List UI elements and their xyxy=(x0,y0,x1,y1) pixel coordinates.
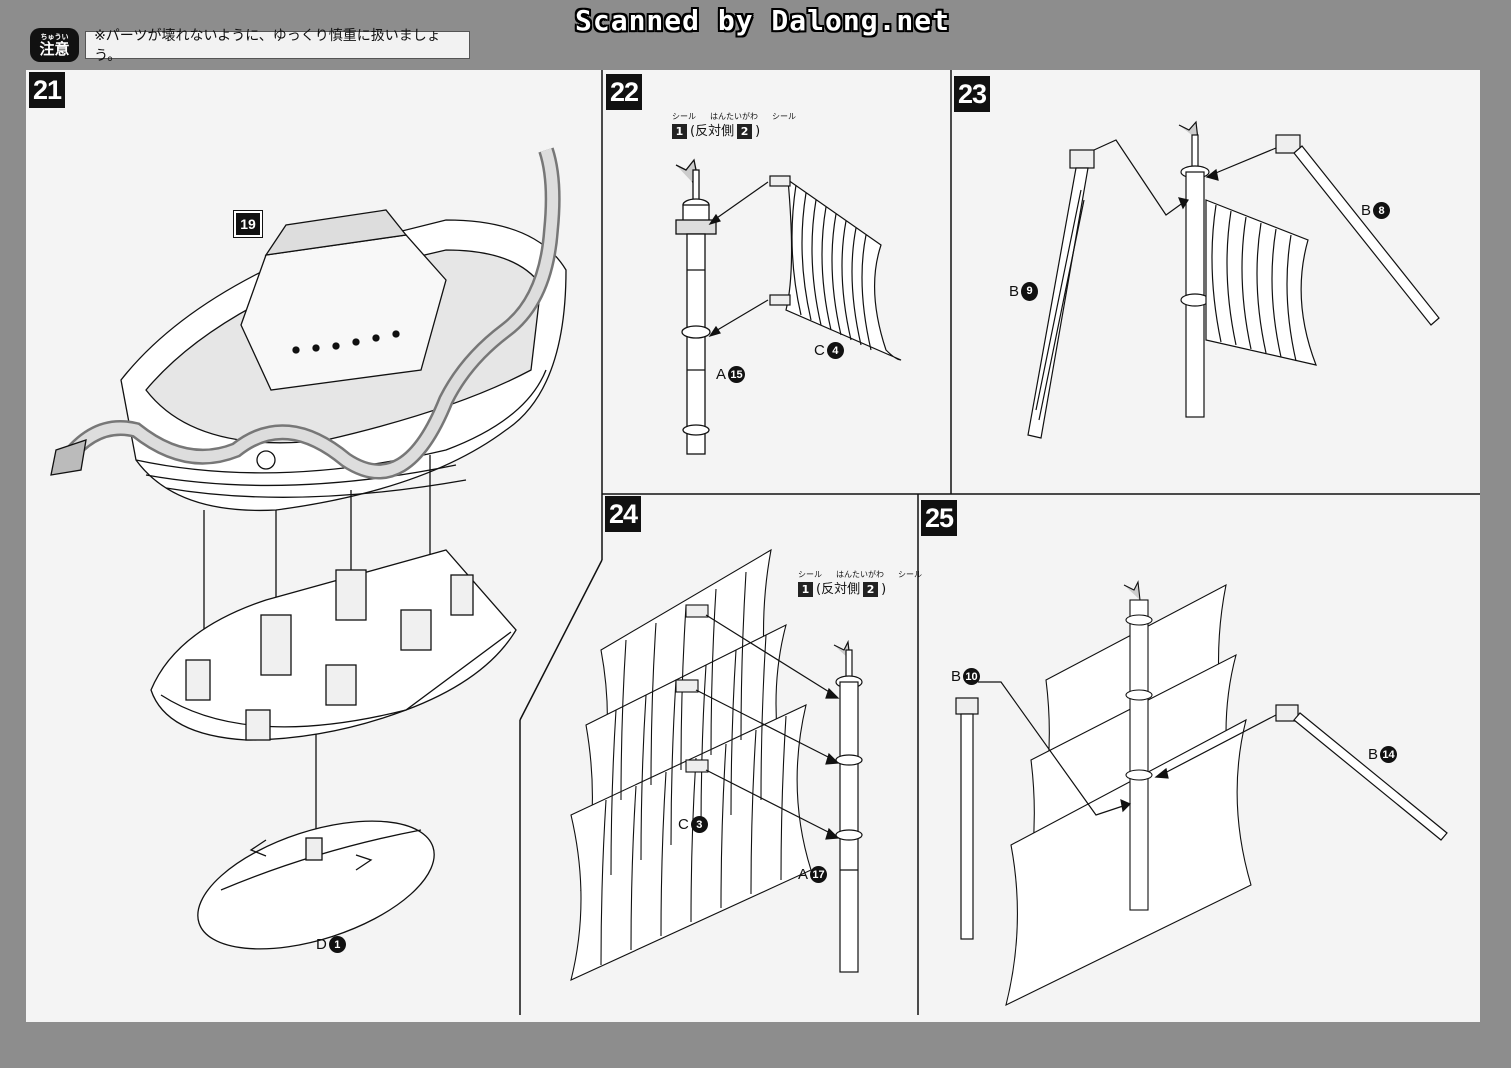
assembly-arrows-23 xyxy=(1093,139,1277,216)
sticker-19-label: 19 xyxy=(233,210,263,238)
part-number: 9 xyxy=(1021,282,1039,301)
ladder-b9-illustration xyxy=(1027,149,1095,439)
part-letter: B xyxy=(951,668,962,685)
part-label-a15: A 15 xyxy=(716,366,746,383)
part-letter: B xyxy=(1361,202,1372,219)
mast-a15-illustration xyxy=(675,158,717,455)
caution-badge-ruby: ちゅうい xyxy=(40,32,69,41)
mast-a17-illustration xyxy=(833,639,863,973)
caution-badge: ちゅうい 注意 xyxy=(30,28,80,62)
seal-ruby: シール xyxy=(898,570,922,579)
part-number: 15 xyxy=(728,366,746,383)
sails-c3-illustration xyxy=(570,548,812,981)
ladder-b10-illustration xyxy=(955,697,979,940)
part-letter: C xyxy=(678,816,689,833)
full-mast-25-illustration xyxy=(1005,580,1252,1007)
close-paren: ) xyxy=(881,581,887,597)
opposite-side-text: (反対側 xyxy=(816,581,861,597)
seal-ruby: シール xyxy=(672,112,696,121)
part-label-c4: C 4 xyxy=(814,342,844,359)
seal-ruby: シール xyxy=(772,112,796,121)
part-number: 1 xyxy=(328,936,346,953)
ship-hull-illustration xyxy=(50,147,567,512)
sticker-2-icon: 2 xyxy=(737,124,753,139)
part-letter: B xyxy=(1009,283,1020,300)
part-letter: D xyxy=(316,936,327,953)
instruction-sheet: 21 22 23 24 25 19 D 1 シール はんたいがわ シール 1 (… xyxy=(26,70,1480,1022)
ladder-b14-illustration xyxy=(1275,704,1448,841)
part-number: 4 xyxy=(826,342,844,359)
part-letter: B xyxy=(1368,746,1379,763)
part-label-b9: B 9 xyxy=(1009,282,1039,301)
assembly-arrows-22 xyxy=(708,181,769,338)
step-21-number: 21 xyxy=(29,72,65,108)
assembly-arrows-24 xyxy=(695,614,840,840)
part-label-d1: D 1 xyxy=(316,936,346,953)
step-22-number: 22 xyxy=(606,74,642,110)
caution-text: ※パーツが壊れないように、ゆっくり慎重に扱いましょう。 xyxy=(85,28,470,64)
step-25-number: 25 xyxy=(921,500,957,536)
part-label-b14: B 14 xyxy=(1368,746,1398,763)
caution-badge-label: 注意 xyxy=(39,39,70,58)
part-number: 14 xyxy=(1380,746,1398,763)
part-number: 8 xyxy=(1373,202,1391,219)
step-24-number: 24 xyxy=(605,496,641,532)
caution-banner: ちゅうい 注意 ※パーツが壊れないように、ゆっくり慎重に扱いましょう。 xyxy=(30,28,470,64)
seal-note-22: シール はんたいがわ シール 1 (反対側 2 ) xyxy=(672,110,796,139)
part-label-a17: A 17 xyxy=(798,866,828,883)
ladder-b8-illustration xyxy=(1275,134,1440,326)
opposite-side-text: (反対側 xyxy=(690,123,735,139)
step-23-number: 23 xyxy=(954,76,990,112)
part-number: 10 xyxy=(963,668,981,685)
part-letter: A xyxy=(716,366,727,383)
close-paren: ) xyxy=(755,123,761,139)
part-number: 17 xyxy=(810,866,828,883)
part-letter: C xyxy=(814,342,825,359)
mast-with-sail-23-illustration xyxy=(1178,120,1317,418)
watermark: Scanned by Dalong.net xyxy=(575,4,951,37)
sticker-1-icon: 1 xyxy=(672,124,687,139)
panel-illustrations xyxy=(50,70,1480,1015)
seal-ruby: シール xyxy=(798,570,822,579)
sticker-2-icon: 2 xyxy=(863,582,879,597)
seal-note-24: シール はんたいがわ シール 1 (反対側 2 ) xyxy=(798,568,922,597)
sail-c4-illustration xyxy=(769,175,902,361)
ship-hull-bottom-illustration xyxy=(150,549,517,741)
assembly-arrows-25 xyxy=(978,681,1277,816)
part-number: 3 xyxy=(690,816,708,833)
part-label-b8: B 8 xyxy=(1361,202,1391,219)
opposite-ruby: はんたいがわ xyxy=(836,570,884,579)
opposite-ruby: はんたいがわ xyxy=(710,112,758,121)
part-label-b10: B 10 xyxy=(951,668,981,685)
sticker-1-icon: 1 xyxy=(798,582,813,597)
part-label-c3: C 3 xyxy=(678,816,708,833)
part-letter: A xyxy=(798,866,809,883)
